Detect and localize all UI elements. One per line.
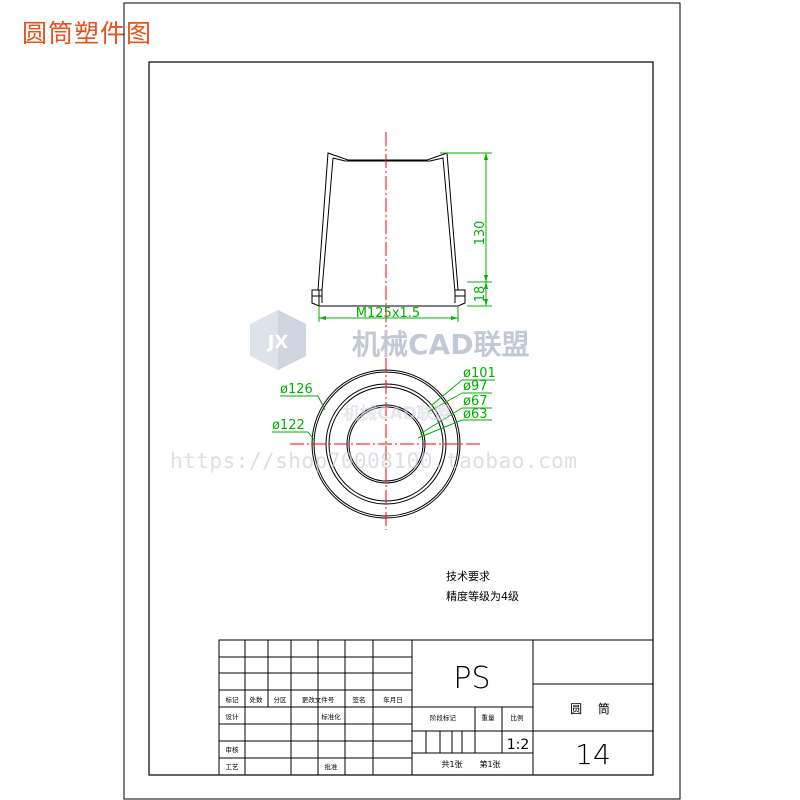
top-view-centerlines: [290, 358, 482, 530]
label-approve: 批准: [325, 762, 339, 771]
dim-d126: ø126: [280, 382, 313, 397]
label-review: 审核: [226, 745, 240, 754]
label-stage-mark: 阶段标记: [430, 713, 457, 722]
label-date: 年月日: [383, 695, 403, 704]
title-block-scale: 1:2: [507, 737, 530, 753]
dim-height-18: 18: [473, 286, 488, 303]
outer-frame: [123, 2, 681, 800]
title-block-sheet-no: 第1张: [479, 759, 500, 769]
tech-req-line1: 精度等级为4级: [446, 589, 519, 603]
watermark-url: https://shop70008100.taobao.com: [170, 449, 577, 473]
dim-thread: M125x1.5: [356, 306, 420, 321]
front-view-dimensions: [318, 152, 492, 322]
watermark-mid: 机械CAD联盟: [343, 403, 451, 424]
label-process: 工艺: [226, 763, 240, 771]
top-view-leaders: [272, 379, 495, 442]
title-block-total-sheets: 共1张: [441, 760, 462, 769]
watermark-logo: JX: [250, 310, 306, 370]
label-change-doc: 更改文件号: [302, 695, 335, 704]
dim-height-130: 130: [473, 221, 488, 246]
title-block-grid: [218, 639, 654, 776]
title-block-part-name: 圆 筒: [570, 701, 616, 716]
label-count: 处数: [250, 695, 264, 704]
label-ratio: 比例: [511, 713, 524, 722]
title-block-drawing-no: 14: [575, 738, 611, 771]
label-mark: 标记: [226, 695, 240, 704]
dim-d97: ø97: [463, 379, 488, 394]
watermark-logo-text: JX: [266, 332, 289, 353]
front-view-arrows: [319, 153, 488, 320]
label-standardize: 标准化: [321, 712, 341, 721]
label-zone: 分区: [274, 695, 288, 704]
label-weight: 重量: [482, 714, 496, 722]
dim-d67: ø67: [463, 394, 488, 409]
dim-d122: ø122: [272, 418, 305, 433]
page-title: 圆筒塑件图: [22, 19, 153, 48]
tech-req-title: 技术要求: [446, 570, 490, 583]
title-block-material: PS: [453, 661, 490, 696]
dim-d63: ø63: [463, 407, 488, 422]
front-view: [311, 152, 466, 307]
watermark-brand: 机械CAD联盟: [352, 328, 529, 361]
label-design: 设计: [226, 712, 240, 721]
dim-d101: ø101: [463, 366, 496, 381]
label-sign: 签名: [353, 695, 366, 704]
